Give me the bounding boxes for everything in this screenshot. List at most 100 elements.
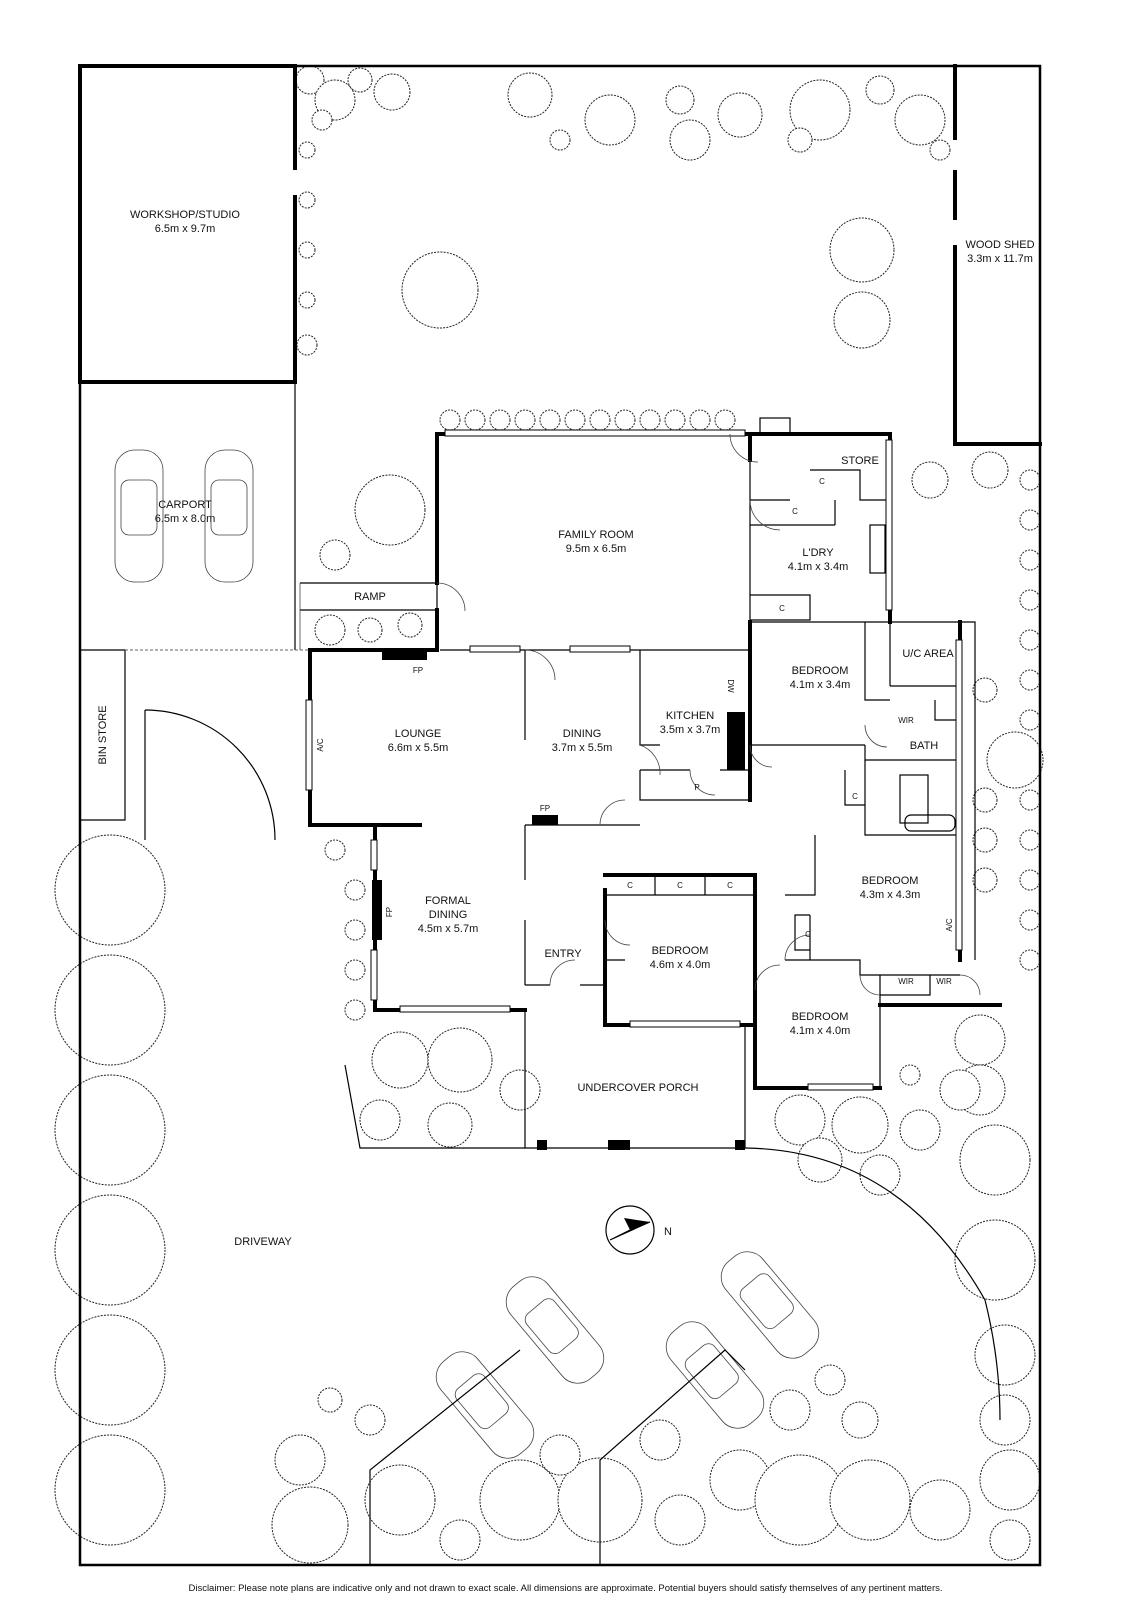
tree-icon <box>314 614 346 646</box>
tree-icon <box>954 1014 1006 1066</box>
tree-icon <box>865 75 895 105</box>
tree-icon <box>439 1519 481 1561</box>
tree-icon <box>654 1494 706 1546</box>
tree-icon <box>298 141 316 159</box>
car-icon <box>720 1251 820 1359</box>
ac-label: A/C <box>945 918 954 932</box>
driveway-cars <box>435 1251 820 1459</box>
tree-icon <box>614 409 636 431</box>
tree-icon <box>1019 909 1041 931</box>
tree-icon <box>664 409 686 431</box>
tree-icon <box>986 731 1044 789</box>
tree-icon <box>373 73 411 111</box>
cupboard-label: C <box>819 477 825 486</box>
tree-icon <box>1019 469 1041 491</box>
tree-icon <box>298 191 316 209</box>
tree-icon <box>357 617 383 643</box>
tree-icon <box>364 1464 436 1536</box>
tree-icon <box>1019 949 1041 971</box>
tree-icon <box>427 1027 493 1093</box>
tree-icon <box>271 1486 349 1564</box>
tree-icon <box>717 92 763 138</box>
cupboard-label: C <box>779 604 785 613</box>
tree-icon <box>479 1459 561 1541</box>
tree-icon <box>689 409 711 431</box>
tree-icon <box>317 1387 343 1413</box>
tree-icon <box>539 1434 581 1476</box>
fixture-labels: FP FP FP A/C A/C DW P C C C C C C C C WI… <box>316 477 954 986</box>
tree-icon <box>894 94 946 146</box>
pantry-label: P <box>694 783 699 792</box>
tree-icon <box>639 1419 681 1461</box>
landscape-lines <box>344 1064 1001 1565</box>
tree-icon <box>639 409 661 431</box>
carport-label: CARPORT <box>158 499 212 511</box>
cupboard-label: C <box>677 881 683 890</box>
tree-icon <box>972 787 998 813</box>
porch-label: UNDERCOVER PORCH <box>577 1082 698 1094</box>
tree-icon <box>324 839 346 861</box>
tree-icon <box>359 1099 401 1141</box>
lounge-size: 6.6m x 5.5m <box>388 742 449 754</box>
tree-icon <box>549 129 571 151</box>
formal-dining-size: 4.5m x 5.7m <box>418 923 479 935</box>
carport: CARPORT 6.5m x 8.0m <box>114 382 310 651</box>
tree-icon <box>298 291 316 309</box>
tree-icon <box>665 85 695 115</box>
tree-icon <box>829 217 895 283</box>
tree-icon <box>354 1404 386 1436</box>
tree-icon <box>1019 789 1041 811</box>
tree-icon <box>669 119 711 161</box>
tree-icon <box>979 1449 1041 1511</box>
tree-icon <box>514 409 536 431</box>
tree-icon <box>841 1401 879 1439</box>
doors <box>436 433 981 996</box>
tree-icon <box>789 79 851 141</box>
tree-icon <box>859 1154 901 1196</box>
wir-label: WIR <box>898 977 914 986</box>
tree-icon <box>829 1459 911 1541</box>
bedroom-4-label: BEDROOM <box>792 1011 849 1023</box>
tree-icon <box>899 1109 941 1151</box>
tree-icon <box>787 127 813 153</box>
wood-shed-label: WOOD SHED <box>965 239 1034 251</box>
cupboard-label: C <box>852 792 858 801</box>
wood-shed: WOOD SHED 3.3m x 11.7m <box>952 64 1042 446</box>
kitchen-size: 3.5m x 3.7m <box>660 724 721 736</box>
tree-icon <box>354 474 426 546</box>
tree-icon <box>1019 829 1041 851</box>
tree-icon <box>1019 589 1041 611</box>
tree-icon <box>489 409 511 431</box>
bedroom-2-size: 4.6m x 4.0m <box>650 959 711 971</box>
workshop-studio: WORKSHOP/STUDIO 6.5m x 9.7m <box>78 64 298 384</box>
tree-icon <box>296 334 318 356</box>
wir-label: WIR <box>898 716 914 725</box>
bedroom-2-label: BEDROOM <box>652 945 709 957</box>
bath-label: BATH <box>910 740 939 752</box>
laundry-label: L'DRY <box>802 547 834 559</box>
tree-icon <box>54 1314 166 1426</box>
ramp-label: RAMP <box>354 591 386 603</box>
family-room-label: FAMILY ROOM <box>558 529 633 541</box>
cupboard-label: C <box>727 881 733 890</box>
tree-icon <box>54 954 166 1066</box>
tree-icon <box>972 827 998 853</box>
tree-icon <box>298 241 316 259</box>
tree-icon <box>831 1096 889 1154</box>
store-label: STORE <box>841 455 879 467</box>
tree-icon <box>499 1069 541 1111</box>
tree-icon <box>909 1479 971 1541</box>
fireplace-label: FP <box>413 666 423 675</box>
tree-icon <box>972 867 998 893</box>
tree-icon <box>589 409 611 431</box>
bedroom-3-label: BEDROOM <box>862 875 919 887</box>
tree-icon <box>344 919 366 941</box>
tree-icon <box>584 94 636 146</box>
workshop-size: 6.5m x 9.7m <box>155 223 216 235</box>
tree-icon <box>397 612 423 638</box>
wood-shed-size: 3.3m x 11.7m <box>967 253 1033 265</box>
driveway-label: DRIVEWAY <box>234 1236 292 1248</box>
tree-icon <box>954 1219 1036 1301</box>
tree-icon <box>507 72 553 118</box>
tree-icon <box>1019 629 1041 651</box>
